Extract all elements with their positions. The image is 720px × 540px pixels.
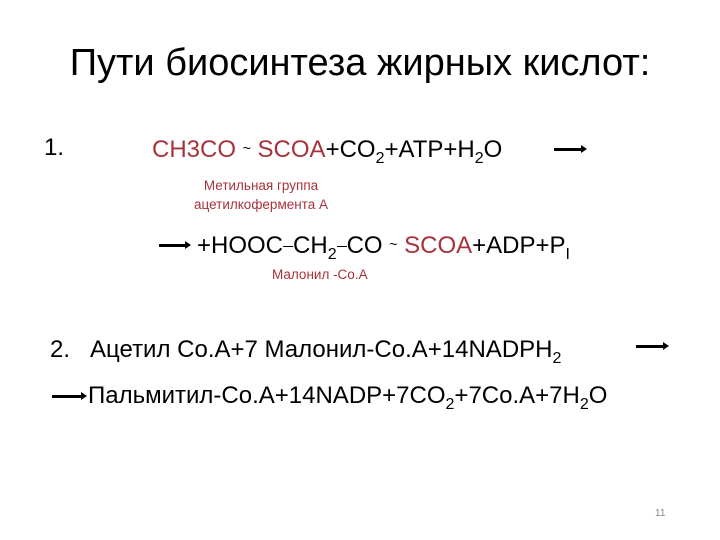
eq2-part-d: +ADP+P [472,232,566,259]
high-energy-bond: ~ [389,236,398,252]
item-2-line-1: 2. Ацетил Co.A+7 Малонил-Co.A+14NADPH2 [50,334,561,375]
eq1-subscript-b: 2 [474,150,484,167]
item-2-number: 2. [50,336,71,363]
eq2-part-c: CO [346,232,383,259]
arrow-right-icon [636,342,669,350]
eq2-part-a: +HOOC [197,232,284,259]
eq1-part-b: +ATP+H [384,136,475,163]
arrow-right-icon [159,241,191,249]
item-2-line-1-subscript: 2 [552,350,562,367]
coenzyme-a: SCOA [257,136,326,163]
eq2-part-b: CH [293,232,328,259]
item-2-line-2-subscript-a: 2 [445,396,455,413]
item-2-line-2-part-a: Пальмитил-Co.A+14NADP+7CO [88,382,446,409]
acetyl-label: Метильная группа ацетилкофермента А [176,176,346,214]
item-1-number: 1. [44,134,65,161]
eq1-part-c: O [483,136,503,163]
bond-line-icon [336,240,347,254]
slide-title: Пути биосинтеза жирных кислот: [69,42,651,84]
bond-line-icon [283,240,294,254]
malonyl-label: Малонил -Co.A [272,267,368,282]
equation-2: +HOOC CH2 CO ~ SCOA+ADP+PI [197,228,570,271]
eq2-subscript: 2 [327,246,337,263]
item-2-line-2-subscript-b: 2 [579,396,589,413]
acetyl-group: CH3CO [152,136,237,163]
equation-1: CH3CO ~ SCOA+CO2+ATP+H2O [152,132,502,175]
item-2-line-1-text: Ацетил Co.A+7 Малонил-Co.A+14NADPH [90,336,553,363]
acetyl-label-line-2: ацетилкофермента А [194,197,328,212]
page-number: 11 [655,508,666,519]
coenzyme-a: SCOA [404,232,473,259]
arrow-right-icon [52,392,87,400]
eq1-part-a: +CO [325,136,376,163]
high-energy-bond: ~ [242,140,251,156]
item-2-line-2-part-b: +7Co.A+7H [454,382,580,409]
item-2-line-2-part-c: O [588,382,608,409]
eq2-subscript-i: I [565,246,570,263]
eq1-subscript-a: 2 [375,150,385,167]
item-2-line-2: Пальмитил-Co.A+14NADP+7CO2+7Co.A+7H2O [88,380,607,421]
acetyl-label-line-1: Метильная группа [203,178,319,193]
arrow-right-icon [554,145,587,153]
